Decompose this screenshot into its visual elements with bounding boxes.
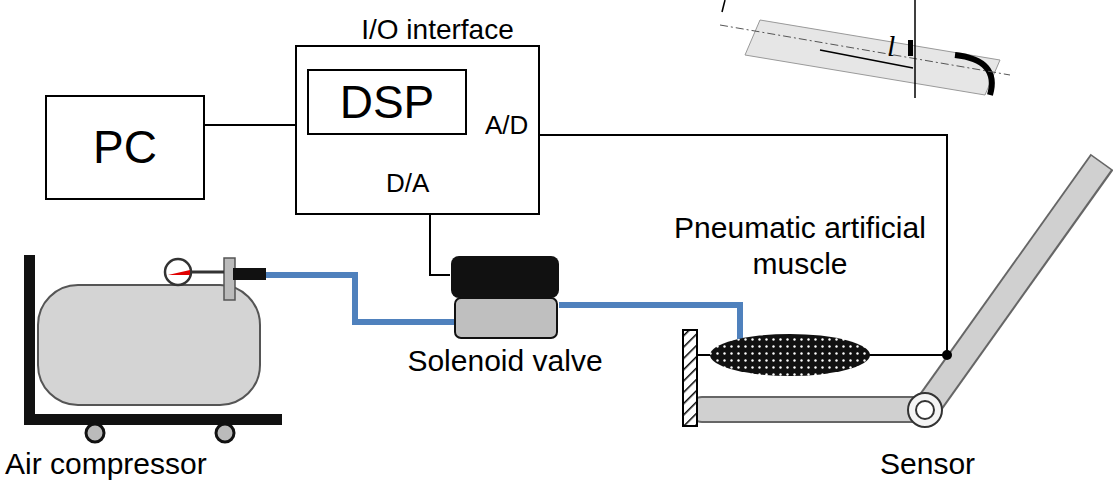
solenoid-valve: Solenoid valve <box>450 255 560 340</box>
dimension-label: l <box>887 28 895 64</box>
node-title: PC <box>93 121 157 174</box>
part-label: Pneumatic artificial muscle <box>665 210 935 282</box>
part-label: Sensor <box>880 446 975 482</box>
port-label: D/A <box>386 168 429 199</box>
inset-fragment <box>720 0 1010 98</box>
port-label: A/D <box>485 110 528 141</box>
part-label: Air compressor <box>5 446 207 482</box>
connector-line <box>205 125 307 126</box>
connector-line <box>430 215 450 275</box>
node-title: I/O interface <box>337 14 538 46</box>
node-title: Solenoid valve <box>407 344 602 379</box>
arm-mechanism <box>683 162 1102 427</box>
air-compressor <box>24 255 282 442</box>
node-title: DSP <box>340 76 435 129</box>
pc-box: PC <box>45 95 205 200</box>
air-tube <box>559 305 740 340</box>
valve-symbol <box>450 255 560 340</box>
air-tube <box>266 275 456 322</box>
dsp-box: DSP <box>307 69 467 135</box>
signal-wire <box>540 135 947 355</box>
